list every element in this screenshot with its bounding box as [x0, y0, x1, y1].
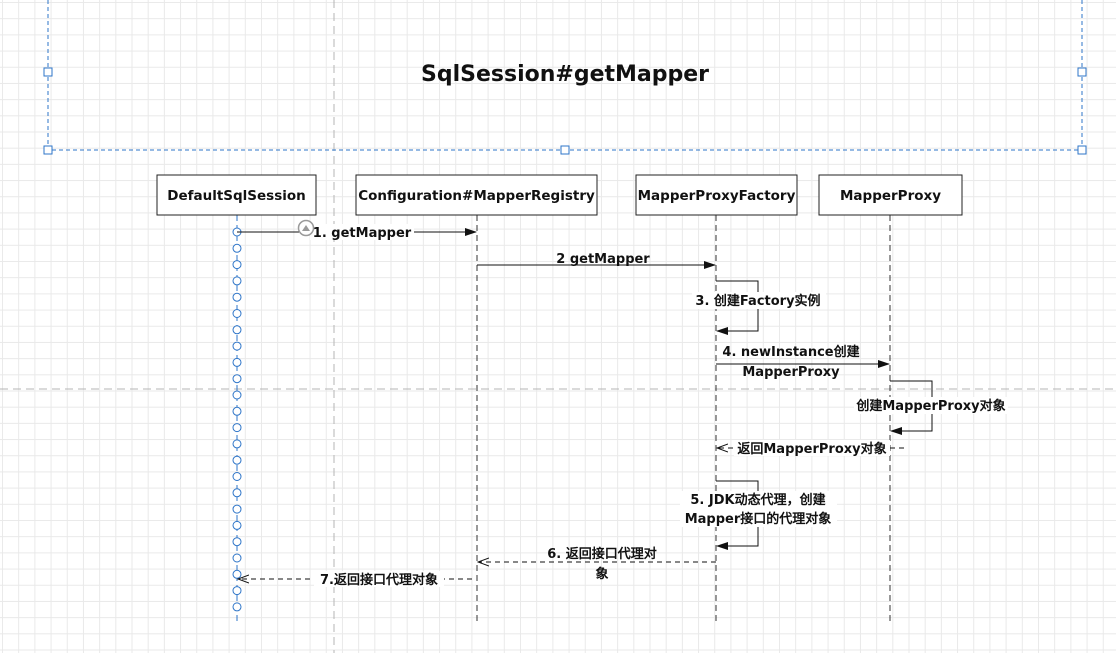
message-create-mapperproxy-object[interactable]: 创建MapperProxy对象	[854, 380, 1008, 435]
connection-point[interactable]	[232, 439, 242, 449]
message-3-create-factory[interactable]: 3. 创建Factory实例	[692, 280, 826, 335]
message-label: 2 getMapper	[556, 252, 650, 267]
connection-point[interactable]	[232, 569, 242, 579]
message-5-jdk-dynamic-proxy[interactable]: 5. JDK动态代理，创建 Mapper接口的代理对象	[680, 480, 837, 550]
message-4-newinstance[interactable]: 4. newInstance创建 MapperProxy	[716, 344, 890, 380]
message-label: 3. 创建Factory实例	[695, 293, 820, 309]
connection-point[interactable]	[232, 455, 242, 465]
connection-point[interactable]	[232, 520, 242, 530]
participant-label: MapperProxyFactory	[638, 188, 796, 204]
resize-handle[interactable]	[43, 67, 53, 77]
message-1-getmapper[interactable]: 1. getMapper	[237, 224, 477, 241]
connection-point[interactable]	[232, 309, 242, 318]
message-label: 6. 返回接口代理对	[547, 546, 657, 562]
message-7-return-proxy[interactable]: 7.返回接口代理对象	[238, 571, 472, 588]
message-label: 7.返回接口代理对象	[320, 572, 438, 588]
connection-point[interactable]	[232, 504, 242, 514]
message-label: 1. getMapper	[313, 226, 412, 241]
connection-point[interactable]	[232, 243, 242, 253]
participant-mapperproxyfactory[interactable]: MapperProxyFactory	[635, 174, 798, 216]
message-label: 象	[595, 566, 608, 582]
message-6-return-proxy[interactable]: 6. 返回接口代理对 象	[478, 546, 716, 582]
connection-point[interactable]	[232, 553, 242, 563]
connection-point[interactable]	[232, 260, 242, 270]
connection-point[interactable]	[232, 276, 242, 286]
link-anchor-icon[interactable]	[297, 219, 315, 237]
resize-handle[interactable]	[1077, 145, 1087, 155]
participant-label: Configuration#MapperRegistry	[358, 188, 595, 204]
title-frame[interactable]: SqlSession#getMapper	[43, 0, 1087, 155]
connection-point[interactable]	[232, 374, 242, 384]
connection-point[interactable]	[232, 472, 242, 481]
resize-handle[interactable]	[560, 145, 570, 155]
message-label: MapperProxy	[742, 365, 840, 380]
connection-point[interactable]	[232, 537, 242, 547]
connection-point[interactable]	[232, 325, 242, 335]
connection-point[interactable]	[232, 586, 242, 596]
message-label: Mapper接口的代理对象	[685, 511, 832, 527]
participant-mapperregistry[interactable]: Configuration#MapperRegistry	[355, 174, 598, 216]
participant-mapperproxy[interactable]: MapperProxy	[818, 174, 963, 216]
connection-point[interactable]	[232, 406, 242, 416]
participant-defaultsqlsession[interactable]: DefaultSqlSession	[156, 174, 317, 216]
message-return-mapperproxy-object[interactable]: 返回MapperProxy对象	[717, 440, 904, 457]
participant-label: DefaultSqlSession	[167, 188, 306, 204]
connection-point[interactable]	[232, 488, 242, 498]
message-label: 返回MapperProxy对象	[737, 441, 886, 457]
connection-point[interactable]	[232, 423, 242, 433]
diagram-title: SqlSession#getMapper	[421, 62, 709, 87]
connection-point[interactable]	[232, 292, 242, 302]
connection-point[interactable]	[232, 341, 242, 351]
message-label: 创建MapperProxy对象	[855, 398, 1005, 414]
lifeline-connection-points	[232, 227, 242, 612]
connection-point[interactable]	[232, 357, 242, 367]
connection-point[interactable]	[232, 390, 242, 400]
connection-point[interactable]	[232, 602, 242, 612]
resize-handle[interactable]	[1077, 67, 1087, 77]
message-label: 4. newInstance创建	[722, 344, 859, 360]
participant-label: MapperProxy	[840, 188, 941, 204]
resize-handle[interactable]	[43, 145, 53, 155]
message-2-getmapper[interactable]: 2 getMapper	[477, 252, 716, 269]
message-label: 5. JDK动态代理，创建	[690, 492, 825, 508]
